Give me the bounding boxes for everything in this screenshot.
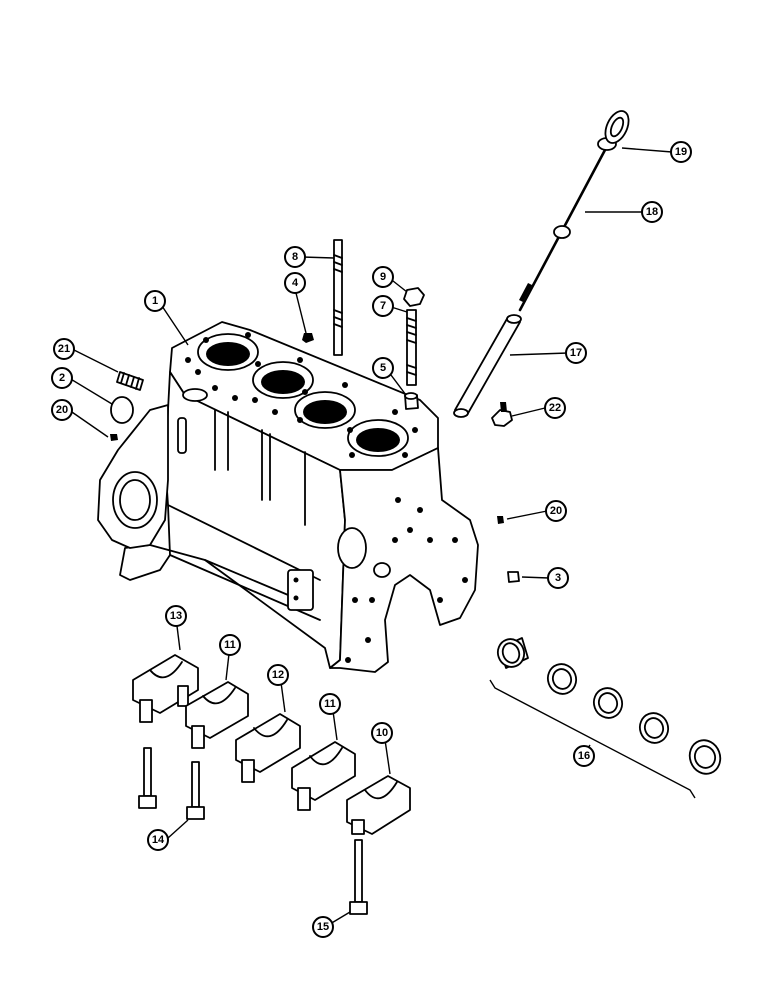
dipstick-part-18: [518, 110, 630, 312]
svg-text:3: 3: [555, 572, 561, 584]
callout-20-a: 20: [51, 399, 73, 421]
callout-12: 12: [267, 664, 289, 686]
svg-text:20: 20: [56, 404, 68, 416]
callout-11-b: 11: [319, 693, 341, 715]
callout-19: 19: [670, 141, 692, 163]
callout-17: 17: [565, 342, 587, 364]
svg-text:17: 17: [570, 347, 582, 359]
callout-15: 15: [312, 916, 334, 938]
stud-part-7: [406, 309, 417, 386]
bearing-cap-part-11-b: [291, 741, 356, 811]
dowel-part-5: [404, 392, 419, 410]
svg-text:12: 12: [272, 669, 284, 681]
svg-text:20: 20: [550, 505, 562, 517]
small-plug-part-20-left: [110, 434, 118, 441]
svg-text:18: 18: [646, 206, 658, 218]
svg-text:5: 5: [380, 362, 386, 374]
callout-13: 13: [165, 605, 187, 627]
fitting-part-22: [491, 402, 513, 427]
svg-text:1: 1: [152, 295, 158, 307]
bearing-cap-part-13: [132, 654, 199, 723]
bearing-cap-part-11-a: [185, 681, 249, 749]
svg-text:11: 11: [224, 639, 236, 651]
svg-text:19: 19: [675, 146, 687, 158]
cap-bolt-part-15: [349, 839, 368, 915]
svg-text:13: 13: [170, 610, 182, 622]
small-plug-part-20-right: [497, 516, 504, 524]
dipstick-tube-part-17: [453, 314, 522, 418]
plug-part-21: [116, 371, 144, 391]
bearing-cap-part-12: [235, 713, 301, 783]
bearing-cap-part-10: [346, 775, 411, 835]
callout-2: 2: [51, 367, 73, 389]
callout-18: 18: [641, 201, 663, 223]
callout-5: 5: [372, 357, 394, 379]
callout-9: 9: [372, 266, 394, 288]
svg-text:11: 11: [324, 698, 336, 710]
callout-10: 10: [371, 722, 393, 744]
cylinder-block: [97, 321, 479, 673]
cap-bolt-part-14-b: [186, 761, 205, 820]
expansion-plug-part-2: [110, 396, 134, 424]
callout-1: 1: [144, 290, 166, 312]
callout-22: 22: [544, 397, 566, 419]
cam-bearings-part-16: [489, 637, 722, 799]
svg-text:7: 7: [380, 300, 386, 312]
svg-text:14: 14: [152, 834, 165, 846]
callout-3: 3: [547, 567, 569, 589]
small-plug-part-3: [507, 571, 520, 583]
callout-21: 21: [53, 338, 75, 360]
svg-text:2: 2: [59, 372, 65, 384]
callout-11-a: 11: [219, 634, 241, 656]
callout-14: 14: [147, 829, 169, 851]
nut-part-4: [302, 333, 314, 343]
svg-text:22: 22: [549, 402, 561, 414]
svg-text:4: 4: [292, 277, 299, 289]
svg-text:8: 8: [292, 251, 298, 263]
callout-7: 7: [372, 295, 394, 317]
svg-text:21: 21: [58, 343, 70, 355]
svg-text:10: 10: [376, 727, 388, 739]
callout-4: 4: [284, 272, 306, 294]
callout-16: 16: [573, 745, 595, 767]
cap-bolt-part-14-a: [138, 747, 157, 809]
svg-text:9: 9: [380, 271, 386, 283]
svg-text:15: 15: [317, 921, 329, 933]
stud-part-8: [333, 239, 343, 356]
svg-text:16: 16: [578, 750, 590, 762]
nut-part-9: [403, 287, 425, 307]
callout-20-b: 20: [545, 500, 567, 522]
callout-8: 8: [284, 246, 306, 268]
